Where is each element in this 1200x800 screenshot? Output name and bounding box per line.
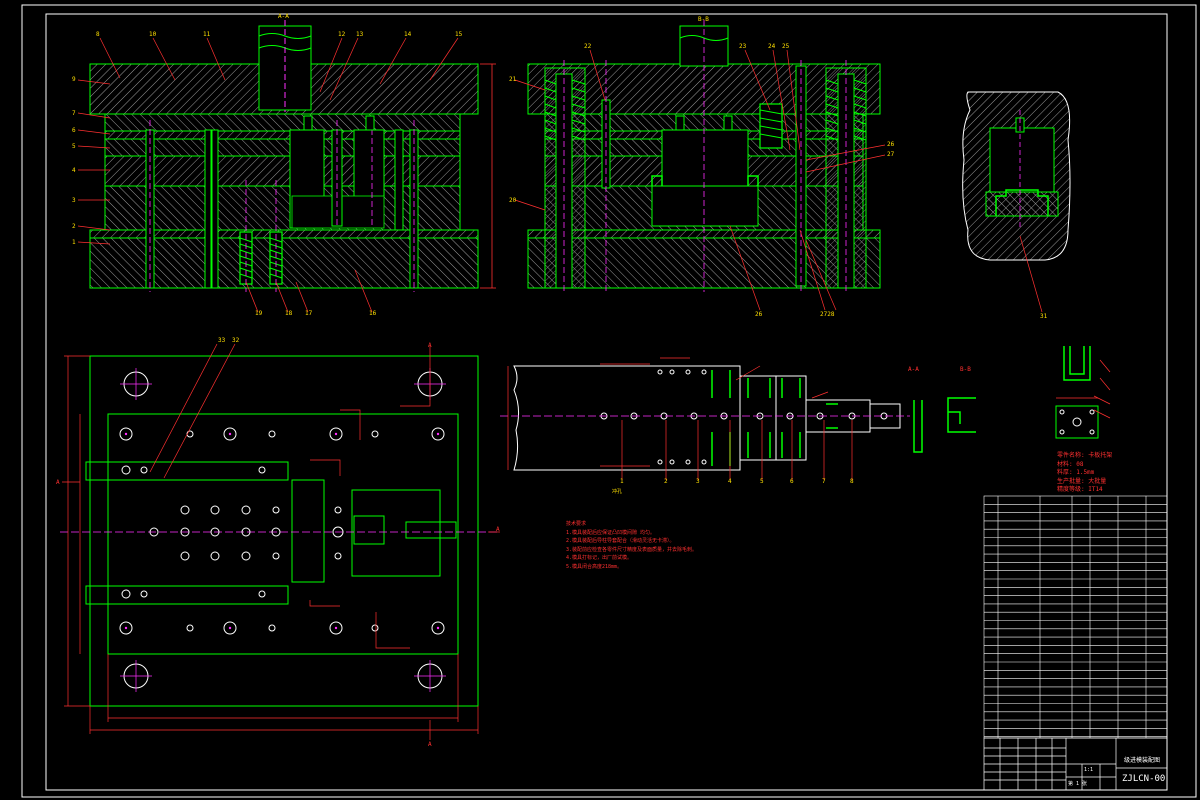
callout-18: 18 xyxy=(285,310,293,317)
spec-line-3: 生产批量: 大批量 xyxy=(1057,477,1107,485)
title-block-title: 级进模装配图 xyxy=(1124,757,1161,764)
callout-19: 19 xyxy=(255,310,263,317)
section-view-bb: B-B xyxy=(960,366,971,373)
callout-14: 14 xyxy=(404,31,412,38)
view-arrow-a-right: A xyxy=(496,526,500,533)
callout-24: 24 xyxy=(768,43,776,50)
strip-station-4: 4 xyxy=(728,478,732,485)
note-line-4: 4.模具打标记，出厂前试模。 xyxy=(566,555,633,561)
strip-station-7: 7 xyxy=(822,478,826,485)
strip-station-label-first: 冲孔 xyxy=(612,489,623,495)
callout-27-right: 27 xyxy=(887,151,895,158)
callout-2: 2 xyxy=(72,223,76,230)
callout-23: 23 xyxy=(739,43,747,50)
section-label-b: B-B xyxy=(698,16,709,23)
note-line-1: 1.模具装配后应保证凸凹模间隙 均匀。 xyxy=(566,529,656,536)
title-block-drawing-number: ZJLCN-00 xyxy=(1122,774,1166,784)
callout-7: 7 xyxy=(72,110,76,117)
callout-26-bottom: 26 xyxy=(755,311,763,318)
front-section-view xyxy=(77,20,496,313)
callout-1: 1 xyxy=(72,239,76,246)
callout-9: 9 xyxy=(72,76,76,83)
note-line-0: 技术要求 xyxy=(566,521,587,527)
callout-16: 16 xyxy=(369,310,377,317)
section-view-aa: A-A xyxy=(908,366,919,373)
callout-11: 11 xyxy=(203,31,211,38)
view-arrow-a-bottom: A xyxy=(428,741,432,748)
insert-detail-view xyxy=(962,91,1071,313)
callout-6: 6 xyxy=(72,127,76,134)
callout-20: 20 xyxy=(509,197,517,204)
technical-notes: 技术要求 1.模具装配后应保证凸凹模间隙 均匀。 2.模具装配后导柱导套配合（滑… xyxy=(566,520,706,571)
callout-13: 13 xyxy=(356,31,364,38)
callout-22: 22 xyxy=(584,43,592,50)
callout-26-right: 26 xyxy=(887,141,895,148)
spec-line-1: 材料: 08 xyxy=(1057,460,1084,468)
callout-25: 25 xyxy=(782,43,790,50)
callout-4: 4 xyxy=(72,167,76,174)
outer-border xyxy=(21,4,1197,798)
callout-5: 5 xyxy=(72,143,76,150)
note-line-5: 5.模具闭合高度218mm。 xyxy=(566,563,623,570)
strip-station-1: 1 xyxy=(620,478,624,485)
callout-8: 8 xyxy=(96,31,100,38)
callout-33: 33 xyxy=(218,337,226,344)
inner-border xyxy=(45,13,1168,791)
callout-3: 3 xyxy=(72,197,76,204)
section-label-a: A-A xyxy=(278,13,289,20)
callout-21: 21 xyxy=(509,76,517,83)
view-arrow-a-top: A xyxy=(428,342,432,349)
strip-layout xyxy=(500,357,976,480)
title-block xyxy=(983,737,1168,791)
spec-line-2: 料厚: 1.5mm xyxy=(1057,469,1095,476)
plan-view xyxy=(60,343,500,740)
part-specs: 零件名称: 卡板托架 材料: 08 料厚: 1.5mm 生产批量: 大批量 精度… xyxy=(1057,452,1112,495)
strip-station-3: 3 xyxy=(696,478,700,485)
title-block-sheet: 第 1 张 xyxy=(1068,781,1088,787)
spec-line-4: 精度等级: IT14 xyxy=(1057,486,1103,493)
spec-line-0: 零件名称: 卡板托架 xyxy=(1057,452,1113,459)
strip-station-5: 5 xyxy=(760,478,764,485)
callout-2728-bottom: 2728 xyxy=(820,311,835,318)
strip-station-6: 6 xyxy=(790,478,794,485)
callout-17: 17 xyxy=(305,310,313,317)
note-line-2: 2.模具装配后导柱导套配合（滑动灵活无卡滞）。 xyxy=(566,538,675,544)
strip-station-8: 8 xyxy=(850,478,854,485)
callout-32: 32 xyxy=(232,337,240,344)
bom-table xyxy=(983,495,1168,739)
callout-10: 10 xyxy=(149,31,157,38)
title-block-scale: 1:1 xyxy=(1084,767,1094,773)
callout-31: 31 xyxy=(1040,313,1048,320)
part-drawing xyxy=(1055,346,1111,439)
note-line-3: 3.装配前应检查各零件尺寸精度及表面质量，并去除毛刺。 xyxy=(566,546,698,553)
callout-15: 15 xyxy=(455,31,463,38)
callout-12: 12 xyxy=(338,31,346,38)
view-arrow-a-left: A xyxy=(56,479,60,486)
strip-station-2: 2 xyxy=(664,478,668,485)
side-section-view xyxy=(514,20,886,311)
